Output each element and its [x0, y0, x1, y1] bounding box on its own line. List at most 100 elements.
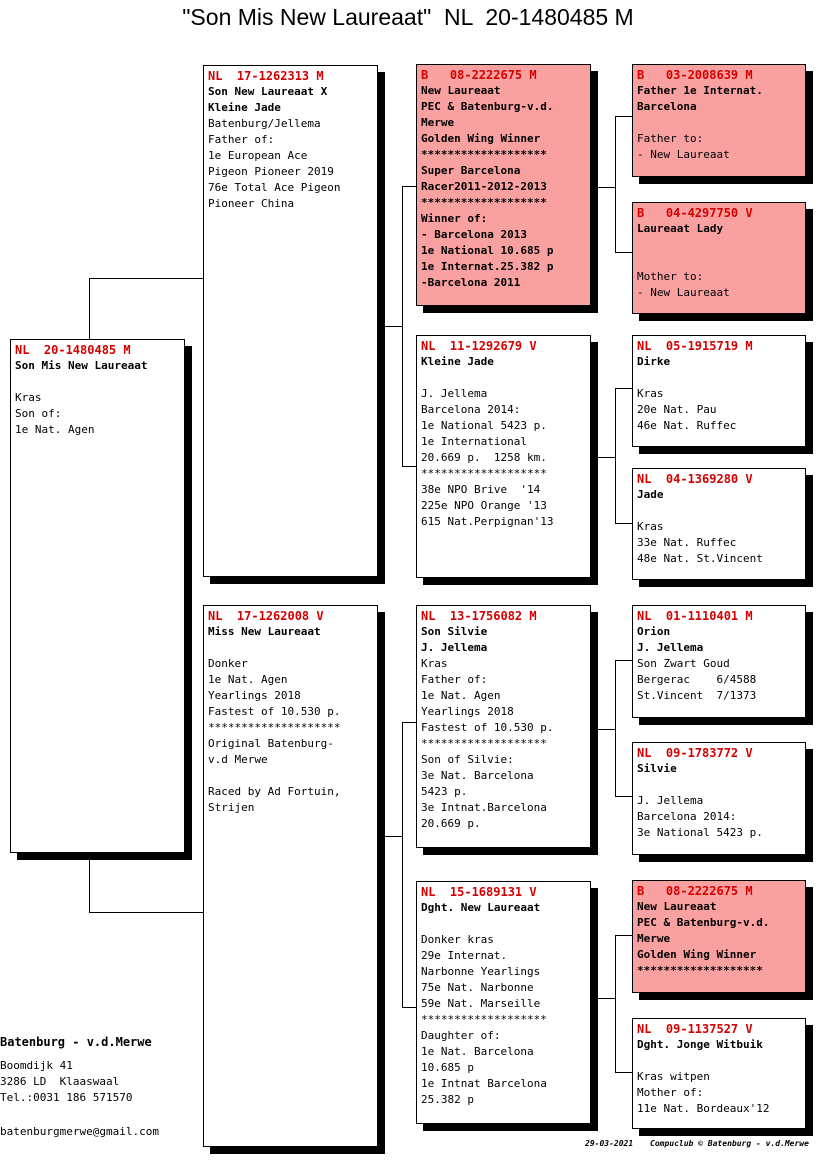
ring-number: NL 15-1689131 V [421, 885, 537, 899]
pigeon-notes: Father 1e Internat.Barcelona Father to:-… [637, 83, 801, 163]
connector-line [615, 523, 632, 524]
note-line: ******************* [421, 737, 547, 750]
note-line: 10.685 p [421, 1061, 474, 1074]
connector-line [615, 660, 616, 797]
note-line: Kras [15, 391, 42, 404]
note-line: Pioneer China [208, 197, 295, 210]
ring-number: B 08-2222675 M [421, 68, 537, 82]
note-line: Son Mis New Laureaat [15, 359, 148, 372]
note-line: Kleine Jade [208, 101, 281, 114]
note-line: 1e Internat.25.382 p [421, 260, 554, 273]
note-line: J. Jellema [637, 794, 704, 807]
note-line: ******************* [637, 964, 763, 977]
note-line [637, 370, 801, 386]
pigeon-notes: Laureaat Lady Mother to: - New Laureaat [637, 221, 801, 301]
note-line [421, 370, 586, 386]
note-line: Kras [637, 520, 664, 533]
note-line: Donker kras [421, 933, 494, 946]
note-line: Father of: [208, 133, 275, 146]
connector-line [615, 116, 616, 253]
note-line: Fastest of 10.530 p. [421, 721, 554, 734]
note-line: Winner of: [421, 212, 488, 225]
note-line: Kras witpen [637, 1070, 710, 1083]
note-line: Narbonne Yearlings [421, 965, 541, 978]
sire-dam-dam-card: NL 04-1369280 V Jade Kras 33e Nat. Ruffec… [632, 468, 806, 580]
note-line: 1e Nat. Agen [15, 423, 95, 436]
note-line: Kras [637, 387, 664, 400]
print-date: 29-03-2021 [585, 1139, 634, 1148]
note-line: Son Zwart Goud [637, 657, 730, 670]
note-line [208, 640, 373, 656]
note-line: 20e Nat. Pau [637, 403, 717, 416]
ring-number: B 03-2008639 M [637, 68, 753, 82]
note-line: Dght. Jonge Witbuik [637, 1038, 763, 1051]
subject-card: NL 20-1480485 M Son Mis New Laureaat Kra… [10, 339, 185, 853]
note-line: 11e Nat. Bordeaux'12 [637, 1102, 770, 1115]
note-line: Father to: [637, 132, 704, 145]
note-line: Bergerac 6/4588 [637, 673, 757, 686]
connector-line [89, 912, 204, 913]
note-line: 1e Nat. Barcelona [421, 1045, 534, 1058]
ring-number: NL 17-1262008 V [208, 609, 324, 623]
connector-line [615, 388, 632, 389]
note-line: 3e Nat. Barcelona [421, 769, 534, 782]
connector-line [615, 116, 632, 117]
note-line: 38e NPO Brive '14 [421, 483, 541, 496]
note-line: Donker [208, 657, 248, 670]
note-line: Dirke [637, 355, 671, 368]
note-line: 1e National 5423 p. [421, 419, 547, 432]
note-line [637, 503, 801, 519]
note-line: Merwe [637, 932, 671, 945]
note-line: 33e Nat. Ruffec [637, 536, 737, 549]
note-line: 1e Intnat Barcelona [421, 1077, 547, 1090]
ring-number: NL 04-1369280 V [637, 472, 753, 486]
note-line: St.Vincent 7/1373 [637, 689, 757, 702]
note-line: Barcelona 2014: [421, 403, 521, 416]
note-line: J. Jellema [421, 387, 488, 400]
note-line: Barcelona [637, 100, 697, 113]
note-line: - New Laureaat [637, 286, 730, 299]
note-line: Mother to: [637, 270, 704, 283]
connector-line [615, 252, 632, 253]
connector-line [377, 326, 403, 327]
note-line: Jade [637, 488, 664, 501]
ring-number: NL 05-1915719 M [637, 339, 753, 353]
ring-number: NL 01-1110401 M [637, 609, 753, 623]
connector-line [89, 853, 90, 913]
note-line: 76e Total Ace Pigeon [208, 181, 341, 194]
note-line: Laureaat Lady [637, 222, 724, 235]
address-line: Boomdijk 41 [0, 1059, 73, 1072]
connector-line [615, 388, 616, 524]
note-line: ******************* [421, 467, 547, 480]
note-line [637, 253, 801, 269]
note-line [637, 1053, 801, 1069]
note-line [637, 115, 801, 131]
note-line: Miss New Laureaat [208, 625, 321, 638]
connector-line [590, 729, 616, 730]
connector-line [89, 278, 90, 340]
note-line: - Barcelona 2013 [421, 228, 527, 241]
note-line: -Barcelona 2011 [421, 276, 521, 289]
note-line: PEC & Batenburg-v.d. [421, 100, 554, 113]
connector-line [590, 187, 616, 188]
note-line: Son Silvie [421, 625, 488, 638]
address-line: 3286 LD Klaaswaal [0, 1075, 120, 1088]
ring-number: NL 20-1480485 M [15, 343, 131, 357]
owner-address: Boomdijk 41 3286 LD Klaaswaal Tel.:0031 … [0, 1058, 152, 1106]
note-line: ******************** [208, 721, 341, 734]
note-line: 25.382 p [421, 1093, 474, 1106]
connector-line [402, 722, 403, 1008]
note-line: Barcelona 2014: [637, 810, 737, 823]
note-line: Orion [637, 625, 671, 638]
